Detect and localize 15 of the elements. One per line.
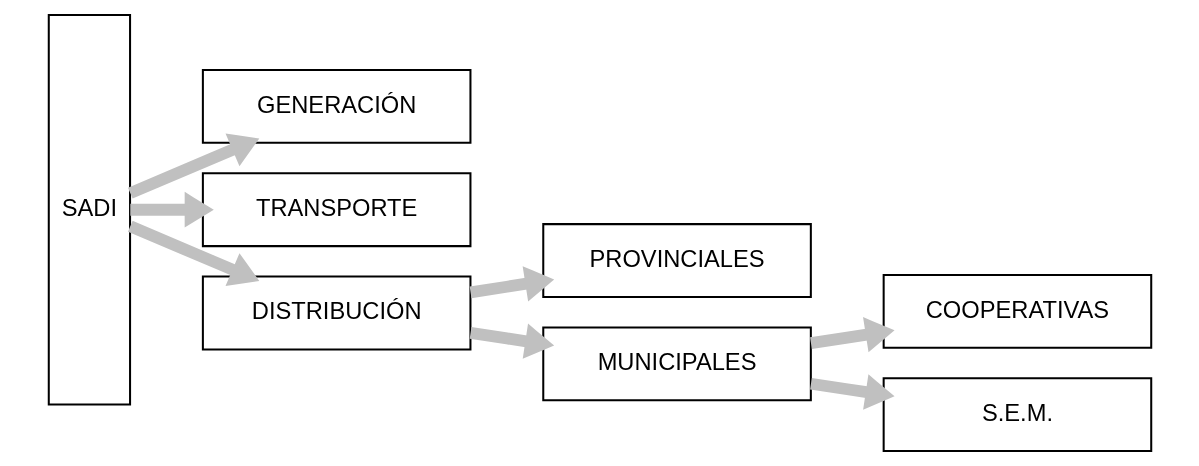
node-box: S.E.M. xyxy=(882,377,1152,453)
arrow xyxy=(469,323,554,359)
arrow xyxy=(809,317,895,353)
node-box: MUNICIPALES xyxy=(541,326,812,402)
node-box: COOPERATIVAS xyxy=(882,273,1152,349)
node-box: GENERACIÓN xyxy=(201,69,471,144)
node-box: SADI xyxy=(47,13,131,406)
node-box: DISTRIBUCIÓN xyxy=(201,275,471,351)
node-box: TRANSPORTE xyxy=(201,172,471,248)
arrow xyxy=(129,191,214,228)
node-box: PROVINCIALES xyxy=(541,223,812,298)
arrow xyxy=(127,220,259,287)
arrow xyxy=(127,133,259,199)
arrow xyxy=(469,266,554,302)
arrow xyxy=(809,374,895,410)
